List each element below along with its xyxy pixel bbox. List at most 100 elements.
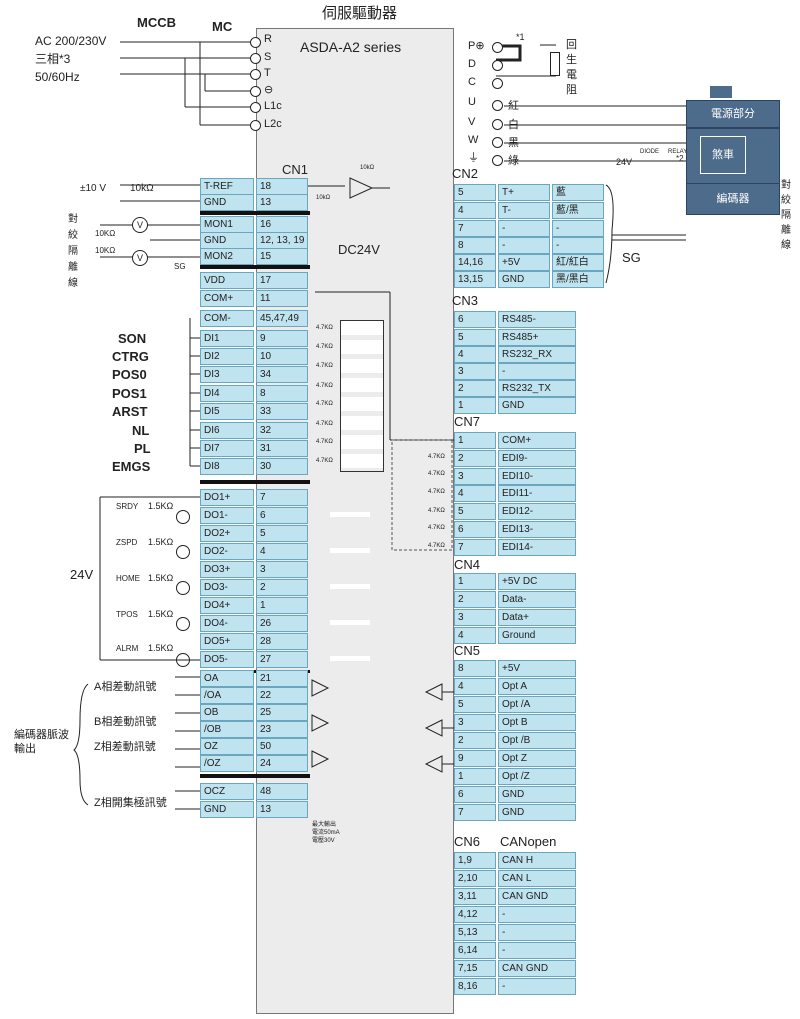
terminal-dot: [492, 137, 503, 148]
cn1-pin-number: 16: [256, 216, 308, 233]
separator: [200, 670, 310, 673]
cn4-signal: +5V DC: [498, 573, 576, 590]
cn1-pin-number: 10: [256, 348, 308, 365]
cn5-pin: 9: [454, 750, 496, 767]
cn3-title: CN3: [452, 293, 479, 308]
cn2-wire-color: 藍: [552, 184, 604, 201]
mccb-label: MCCB: [137, 15, 176, 30]
encoder-output-label: 編碼器脈波輸出: [14, 729, 69, 755]
cn7-signal: EDI14-: [498, 539, 576, 556]
cn1-pin-name: /OB: [200, 721, 254, 738]
cn4-pin: 3: [454, 609, 496, 626]
terminal-dot: [492, 155, 503, 166]
cn1-pin-number: 2: [256, 579, 308, 596]
cn7-pin: 1: [454, 432, 496, 449]
z-open-collector-label: Z相開集極訊號: [94, 797, 167, 809]
cn6-pin: 4,12: [454, 906, 496, 923]
cn6-pin: 5,13: [454, 924, 496, 941]
cn2-pin: 4: [454, 202, 496, 219]
cn1-pin-number: 21: [256, 670, 308, 687]
ref-resistor: 10kΩ: [130, 183, 154, 194]
cn1-pin-number: 31: [256, 440, 308, 457]
terminal-w: W: [468, 134, 479, 146]
cn1-pin-number: 5: [256, 525, 308, 542]
cn1-pin-name: GND: [200, 232, 254, 249]
di-resistor: 4.7KΩ: [316, 401, 333, 407]
cn5-signal: Opt /Z: [498, 768, 576, 785]
terminal-dot: [492, 100, 503, 111]
cn2-signal: T+: [498, 184, 550, 201]
regen-note: *1: [516, 32, 525, 42]
cn1-pin-name: DI3: [200, 366, 254, 383]
cn1-pin-number: 30: [256, 458, 308, 475]
cn7-resistor: 4.7KΩ: [428, 471, 445, 477]
cn1-pin-number: 9: [256, 330, 308, 347]
terminal-ground: ⏚: [468, 152, 479, 164]
cn6-signal: CAN H: [498, 852, 576, 869]
cn6-signal: CAN GND: [498, 960, 576, 977]
terminal-dot: [250, 37, 261, 48]
cn3-pin: 5: [454, 329, 496, 346]
cn2-signal: -: [498, 237, 550, 254]
terminal-t: T: [264, 67, 271, 79]
cn2-pin: 14,16: [454, 254, 496, 271]
cn1-pin-name: DO2-: [200, 543, 254, 560]
cn1-pin-name: DI8: [200, 458, 254, 475]
cn5-pin: 5: [454, 696, 496, 713]
di-func: EMGS: [112, 459, 151, 474]
cn1-pin-number: 11: [256, 290, 308, 307]
cn1-pin-name: DO4-: [200, 615, 254, 632]
cn6-pin: 2,10: [454, 870, 496, 887]
cn2-signal: -: [498, 220, 550, 237]
cn3-signal: RS485+: [498, 329, 576, 346]
cn1-pin-number: 6: [256, 507, 308, 524]
cn1-pin-name: DI6: [200, 422, 254, 439]
opamp-resistor-in: 10kΩ: [316, 195, 331, 201]
cn7-signal: EDI10-: [498, 468, 576, 485]
opamp-resistor-fb: 10kΩ: [360, 165, 375, 171]
cn7-pin: 7: [454, 539, 496, 556]
max-output-note-3: 電壓30V: [312, 838, 335, 844]
cn5-signal: Opt A: [498, 678, 576, 695]
cn6-signal: CAN GND: [498, 888, 576, 905]
cn7-title: CN7: [454, 414, 481, 429]
cn2-signal: GND: [498, 271, 550, 288]
cn1-title: CN1: [282, 162, 309, 177]
cn5-signal: Opt /B: [498, 732, 576, 749]
cn2-wire-color: 黑/黑白: [552, 271, 604, 288]
di-resistor: 4.7KΩ: [316, 325, 333, 331]
cn1-pin-name: GND: [200, 194, 254, 211]
wire-ground-color: 綠: [508, 155, 519, 167]
mon2-resistor: 10KΩ: [95, 246, 116, 255]
cn1-pin-number: 12, 13, 19: [256, 232, 308, 249]
terminal-u: U: [468, 96, 476, 108]
di-func: POS0: [112, 367, 147, 382]
do-func: SRDY: [116, 502, 139, 511]
cn1-pin-number: 45,47,49: [256, 310, 308, 327]
di-func: NL: [132, 423, 150, 438]
do-resistor: 1.5KΩ: [148, 609, 174, 619]
do-func: TPOS: [116, 610, 138, 619]
cn6-signal: -: [498, 906, 576, 923]
cn7-signal: COM+: [498, 432, 576, 449]
analog-twisted-label: 對絞隔離線: [68, 214, 78, 289]
brake-voltage: 24V: [616, 157, 633, 167]
cn7-pin: 2: [454, 450, 496, 467]
cn3-pin: 1: [454, 397, 496, 414]
cn6-pin: 8,16: [454, 978, 496, 995]
motor-encoder: 編碼器: [686, 183, 780, 215]
cn1-pin-name: COM-: [200, 310, 254, 327]
di-func: ARST: [112, 404, 148, 419]
cn2-signal: +5V: [498, 254, 550, 271]
separator: [200, 211, 310, 215]
cn5-pin: 6: [454, 786, 496, 803]
cn6-subtitle: CANopen: [500, 834, 557, 849]
cn5-signal: GND: [498, 804, 576, 821]
voltmeter-icon: V: [132, 250, 148, 266]
cn1-pin-number: 18: [256, 178, 308, 195]
cn5-signal: Opt B: [498, 714, 576, 731]
cn6-pin: 7,15: [454, 960, 496, 977]
cn7-signal: EDI13-: [498, 521, 576, 538]
cn1-pin-name: DO3+: [200, 561, 254, 578]
cn6-title: CN6: [454, 834, 481, 849]
